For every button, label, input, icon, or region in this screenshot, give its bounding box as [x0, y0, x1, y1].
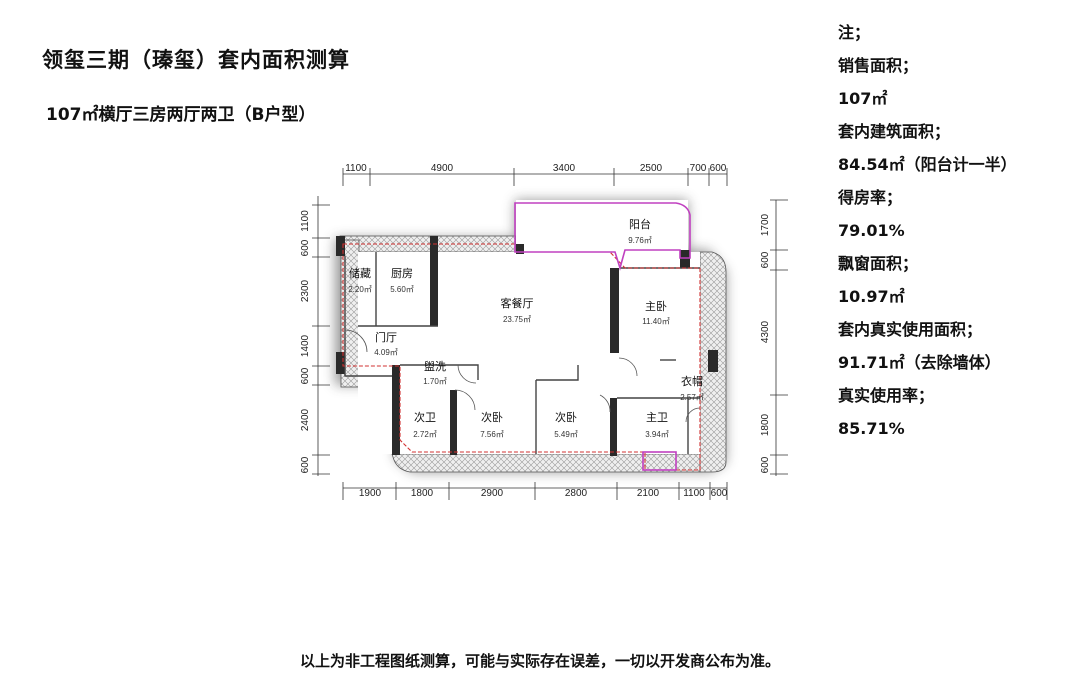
left-dim-4: 1400 — [300, 334, 311, 357]
room-master-bedroom-name: 主卧 — [645, 300, 667, 313]
right-dim-2: 600 — [760, 251, 771, 268]
room-kitchen-name: 厨房 — [391, 267, 413, 280]
balcony-outline — [514, 202, 691, 471]
right-dim-3: 4300 — [760, 320, 771, 343]
room-washroom-area: 1.70㎡ — [423, 377, 447, 386]
left-dim-6: 2400 — [300, 408, 311, 431]
left-dimensions: 1100 600 2300 1400 600 2400 600 — [300, 210, 311, 474]
bottom-dim-6: 1100 — [683, 488, 705, 499]
bottom-dim-5: 2100 — [637, 488, 660, 499]
room-living-dining-name: 客餐厅 — [501, 296, 534, 310]
sales-area-label: 销售面积； — [838, 56, 919, 75]
bay-window-area-label: 飘窗面积； — [838, 254, 919, 273]
room-balcony-area: 9.76㎡ — [628, 236, 652, 245]
room-walk-in-closet-name: 衣帽 — [681, 374, 703, 388]
top-dimensions: 1100 4900 3400 2500 700 600 — [345, 163, 727, 174]
real-usable-area-label: 套内真实使用面积； — [838, 320, 983, 339]
real-usable-area-value: 91.71㎡（去除墙体） — [838, 353, 1001, 372]
inner-building-area-label: 套内建筑面积； — [838, 122, 951, 141]
room-foyer-area: 4.09㎡ — [374, 348, 398, 357]
disclaimer-footer: 以上为非工程图纸测算，可能与实际存在误差，一切以开发商公布为准。 — [299, 652, 780, 670]
bottom-dim-3: 2900 — [481, 488, 504, 499]
floor-base — [358, 200, 700, 454]
notes-panel: 注； 销售面积； 107㎡ 套内建筑面积； 84.54㎡（阳台计一半） 得房率；… — [838, 20, 1073, 449]
room-storage-name: 储藏 — [349, 266, 371, 280]
bottom-dim-1: 1900 — [359, 488, 382, 499]
left-dim-5: 600 — [300, 367, 311, 384]
top-dim-5: 700 — [690, 163, 707, 174]
room-third-bedroom-name: 次卧 — [555, 410, 577, 424]
left-dim-1: 1100 — [300, 210, 311, 232]
room-master-bath-area: 3.94㎡ — [645, 430, 669, 439]
left-dim-7: 600 — [300, 456, 311, 473]
room-second-bedroom-area: 7.56㎡ — [480, 430, 504, 439]
top-dim-1: 1100 — [345, 163, 367, 174]
right-dim-4: 1800 — [760, 413, 771, 436]
left-dim-3: 2300 — [300, 279, 311, 302]
room-labels: 储藏 2.20㎡ 厨房 5.60㎡ 门厅 4.09㎡ 客餐厅 23.75㎡ 阳台… — [348, 217, 704, 439]
right-dimensions: 1700 600 4300 1800 600 — [760, 213, 771, 473]
room-walk-in-closet-area: 2.57㎡ — [680, 393, 704, 402]
bottom-dimensions: 1900 1800 2900 2800 2100 1100 600 — [359, 488, 728, 499]
bay-window-area-value: 10.97㎡ — [838, 287, 905, 306]
top-dim-4: 2500 — [640, 163, 663, 174]
top-dim-2: 4900 — [431, 163, 454, 174]
bottom-dim-4: 2800 — [565, 488, 588, 499]
room-third-bedroom-area: 5.49㎡ — [554, 430, 578, 439]
room-storage-area: 2.20㎡ — [348, 285, 372, 294]
room-foyer-name: 门厅 — [375, 330, 397, 344]
right-dim-1: 1700 — [760, 213, 771, 236]
room-second-bath-area: 2.72㎡ — [413, 430, 437, 439]
notes-heading: 注； — [838, 23, 871, 42]
room-balcony-name: 阳台 — [629, 217, 651, 231]
page-title: 领玺三期（瑧玺）套内面积测算 — [42, 48, 350, 72]
inner-building-area-value: 84.54㎡（阳台计一半） — [838, 155, 1017, 174]
room-kitchen-area: 5.60㎡ — [390, 285, 414, 294]
efficiency-label: 得房率； — [838, 188, 903, 207]
bottom-dim-2: 1800 — [411, 488, 434, 499]
room-second-bedroom-name: 次卧 — [481, 410, 503, 424]
real-usage-rate-label: 真实使用率； — [838, 386, 935, 405]
top-dim-3: 3400 — [553, 163, 576, 174]
room-master-bedroom-area: 11.40㎡ — [642, 317, 669, 326]
left-dim-2: 600 — [300, 239, 311, 256]
sales-area-value: 107㎡ — [838, 89, 888, 108]
door-swings — [344, 329, 701, 423]
efficiency-value: 79.01% — [838, 221, 905, 240]
bottom-dim-7: 600 — [711, 488, 728, 499]
room-washroom-name: 盥洗 — [424, 360, 446, 373]
right-dim-5: 600 — [760, 456, 771, 473]
room-living-dining-area: 23.75㎡ — [503, 315, 531, 324]
room-master-bath-name: 主卫 — [646, 411, 668, 424]
dimension-ticks — [312, 168, 788, 500]
unit-type-subtitle: 107㎡横厅三房两厅两卫（B户型） — [46, 105, 316, 125]
real-usage-rate-value: 85.71% — [838, 419, 905, 438]
top-dim-6: 600 — [710, 163, 727, 174]
walls — [336, 236, 718, 456]
room-second-bath-name: 次卫 — [414, 410, 436, 424]
